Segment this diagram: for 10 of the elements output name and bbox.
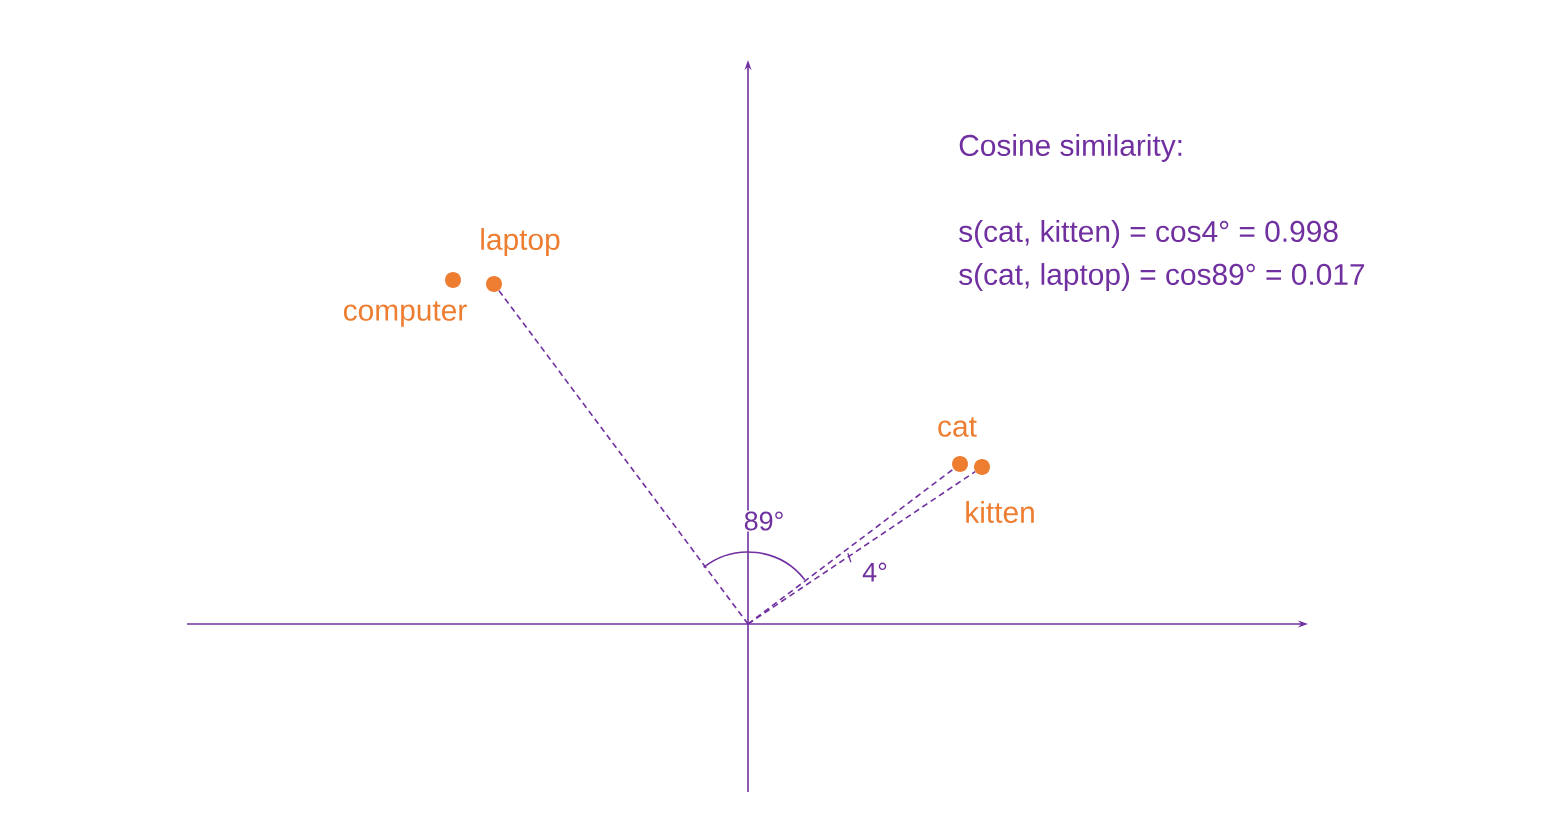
heading-text: Cosine similarity: (959, 134, 1182, 162)
angle-label: 89° (742, 510, 786, 532)
formula-text: s(cat, kitten) = cos4° = 0.998 (959, 220, 1338, 248)
angle-label: 4° (861, 561, 889, 583)
word-label: kitten (966, 501, 1034, 523)
word-label: cat (938, 417, 977, 437)
formula-text: s(cat, laptop) = cos89° = 0.017 (959, 263, 1365, 291)
word-label: computer (344, 301, 467, 327)
dashed-line (498, 289, 749, 625)
word-label: laptop (481, 228, 560, 256)
